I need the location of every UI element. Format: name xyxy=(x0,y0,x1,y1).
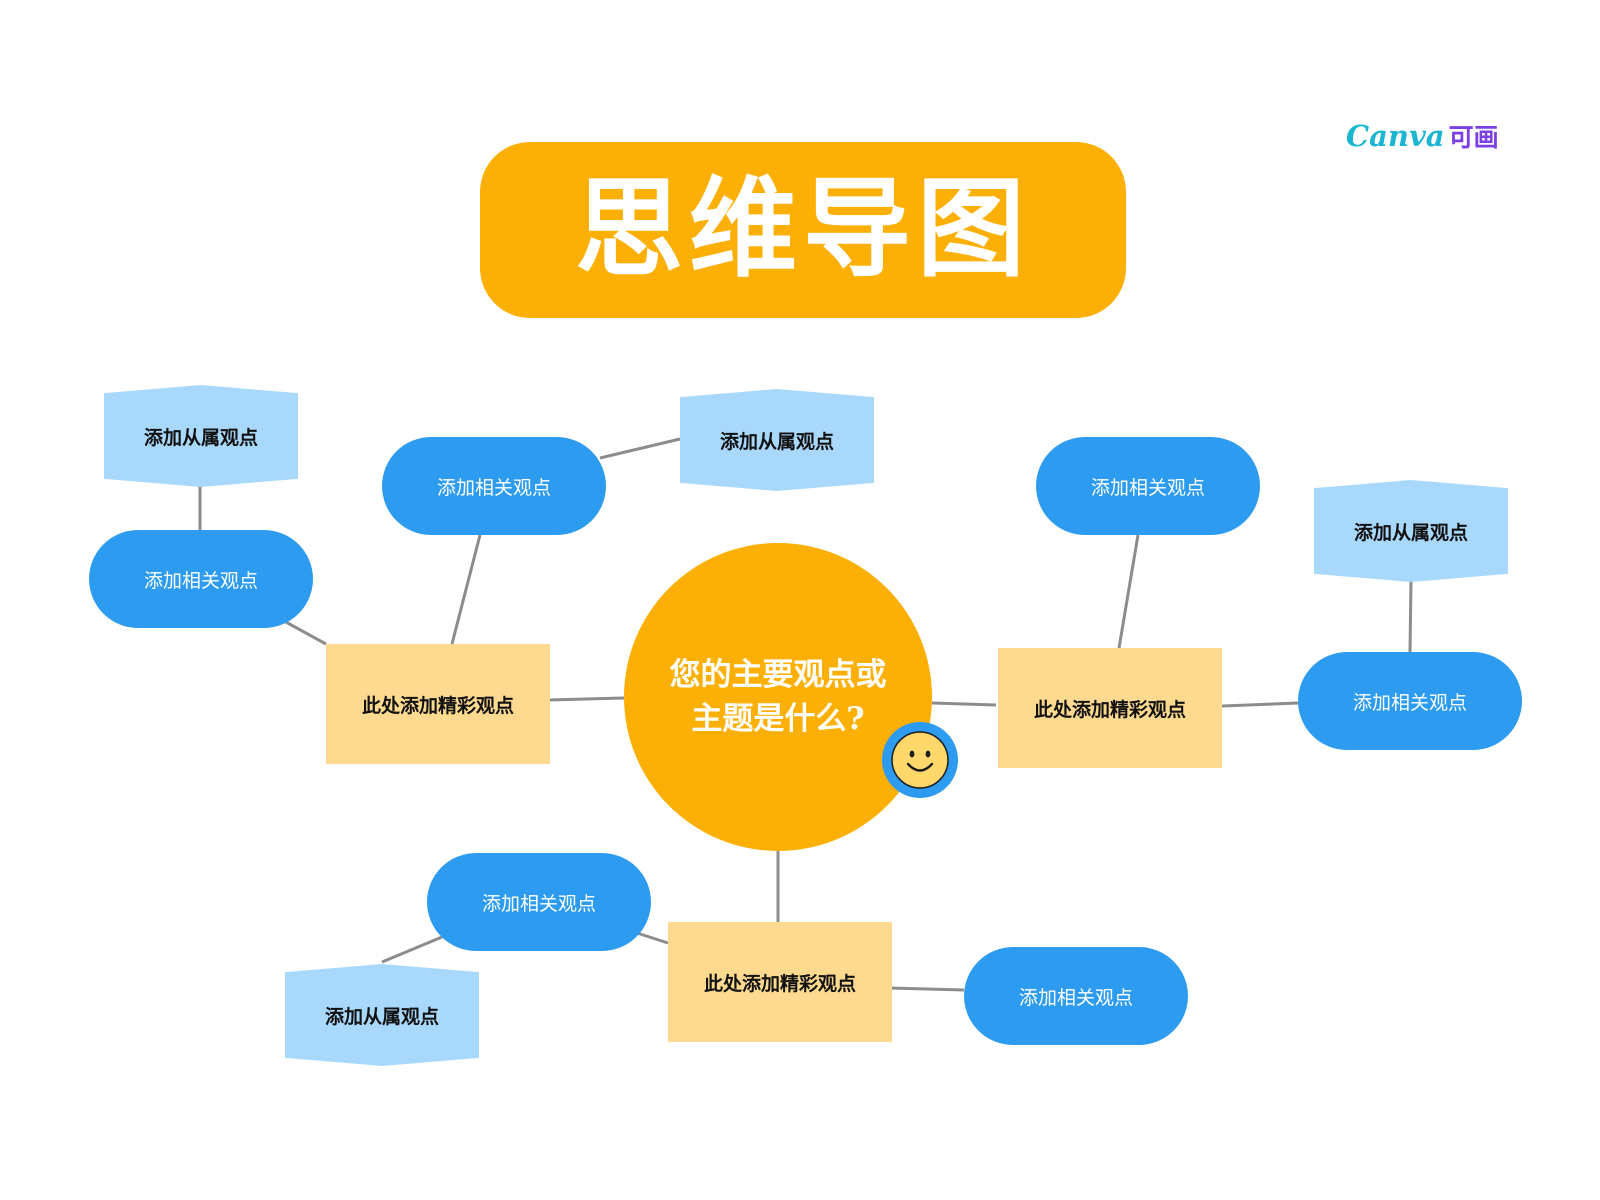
connector-line xyxy=(283,619,327,646)
logo-chinese: 可画 xyxy=(1448,123,1499,152)
sub-point-node[interactable]: 添加从属观点 xyxy=(1314,480,1508,582)
connector-line xyxy=(636,931,669,945)
sub-point-label: 添加从属观点 xyxy=(719,430,834,453)
main-point-node-bottom[interactable]: 此处添加精彩观点 xyxy=(668,922,892,1042)
main-point-node-right[interactable]: 此处添加精彩观点 xyxy=(998,648,1222,768)
connector-line xyxy=(450,534,482,645)
related-point-label: 添加相关观点 xyxy=(436,476,551,499)
connector-line xyxy=(1408,579,1413,653)
sub-point-label: 添加从属观点 xyxy=(143,426,258,449)
sub-point-label: 添加从属观点 xyxy=(1353,521,1468,544)
page-title: 思维导图 xyxy=(574,167,1031,292)
smiley-face-graphic xyxy=(891,731,949,789)
sub-point-node[interactable]: 添加从属观点 xyxy=(680,389,874,491)
related-point-node[interactable]: 添加相关观点 xyxy=(427,853,651,951)
smiley-face-icon xyxy=(882,722,958,798)
connector-line xyxy=(599,437,681,460)
sub-point-label: 添加从属观点 xyxy=(324,1005,439,1028)
related-point-label: 添加相关观点 xyxy=(1352,691,1467,714)
related-point-node[interactable]: 添加相关观点 xyxy=(89,530,313,628)
related-point-label: 添加相关观点 xyxy=(1090,476,1205,499)
related-point-node[interactable]: 添加相关观点 xyxy=(1036,437,1260,535)
logo-wordmark: Canva xyxy=(1346,119,1445,153)
related-point-node[interactable]: 添加相关观点 xyxy=(382,437,606,535)
main-point-node-left[interactable]: 此处添加精彩观点 xyxy=(326,644,550,764)
canva-logo: Canva 可画 xyxy=(1346,116,1499,156)
main-point-label: 此处添加精彩观点 xyxy=(703,972,856,995)
main-point-label: 此处添加精彩观点 xyxy=(361,694,514,717)
central-topic-node[interactable]: 您的主要观点或主题是什么? xyxy=(624,543,932,851)
related-point-label: 添加相关观点 xyxy=(143,569,258,592)
related-point-node[interactable]: 添加相关观点 xyxy=(964,947,1188,1045)
connector-line xyxy=(931,701,997,707)
related-point-label: 添加相关观点 xyxy=(1018,986,1133,1009)
main-point-label: 此处添加精彩观点 xyxy=(1033,698,1186,721)
central-topic-text: 您的主要观点或主题是什么? xyxy=(669,657,887,737)
connector-line xyxy=(888,986,965,992)
connector-line xyxy=(381,935,443,964)
connector-line xyxy=(1117,534,1140,649)
related-point-node[interactable]: 添加相关观点 xyxy=(1298,652,1522,750)
connector-line xyxy=(1221,701,1299,708)
title-banner: 思维导图 xyxy=(480,142,1126,318)
sub-point-node[interactable]: 添加从属观点 xyxy=(104,385,298,487)
connector-line xyxy=(547,696,625,702)
sub-point-node[interactable]: 添加从属观点 xyxy=(285,964,479,1066)
related-point-label: 添加相关观点 xyxy=(481,892,596,915)
